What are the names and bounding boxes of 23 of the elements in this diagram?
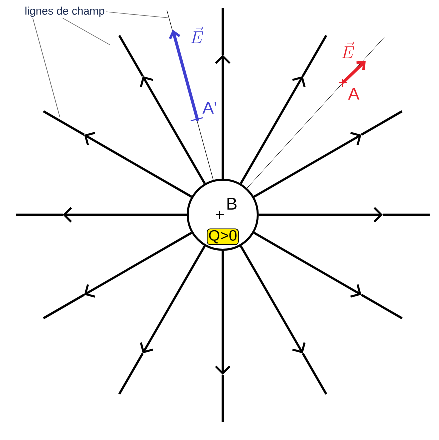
field-line: [240, 246, 306, 354]
point-label: A: [348, 88, 360, 100]
vector-arrow: [342, 61, 366, 84]
field-line: [140, 76, 206, 184]
field-line: [240, 76, 306, 184]
field-line: [84, 132, 192, 198]
leader-line: [32, 18, 60, 118]
point-label: A': [202, 102, 216, 114]
vector-arrow: [169, 30, 200, 122]
leader-line: [106, 12, 168, 18]
field-line: [254, 232, 362, 298]
field-line: [63, 207, 187, 223]
vector-label: $\vec{E}$: [340, 40, 356, 60]
field-line: [215, 55, 231, 179]
vector-label: $\vec{E}$: [189, 26, 205, 44]
field-line: [140, 246, 206, 354]
leader-line: [62, 18, 110, 46]
field-line: [259, 207, 383, 223]
field-line: [254, 132, 362, 198]
field-line: [215, 251, 231, 375]
legend-text: lignes de champ: [26, 6, 105, 18]
charge-label: Q>0: [207, 228, 239, 246]
field-line: [84, 232, 192, 298]
